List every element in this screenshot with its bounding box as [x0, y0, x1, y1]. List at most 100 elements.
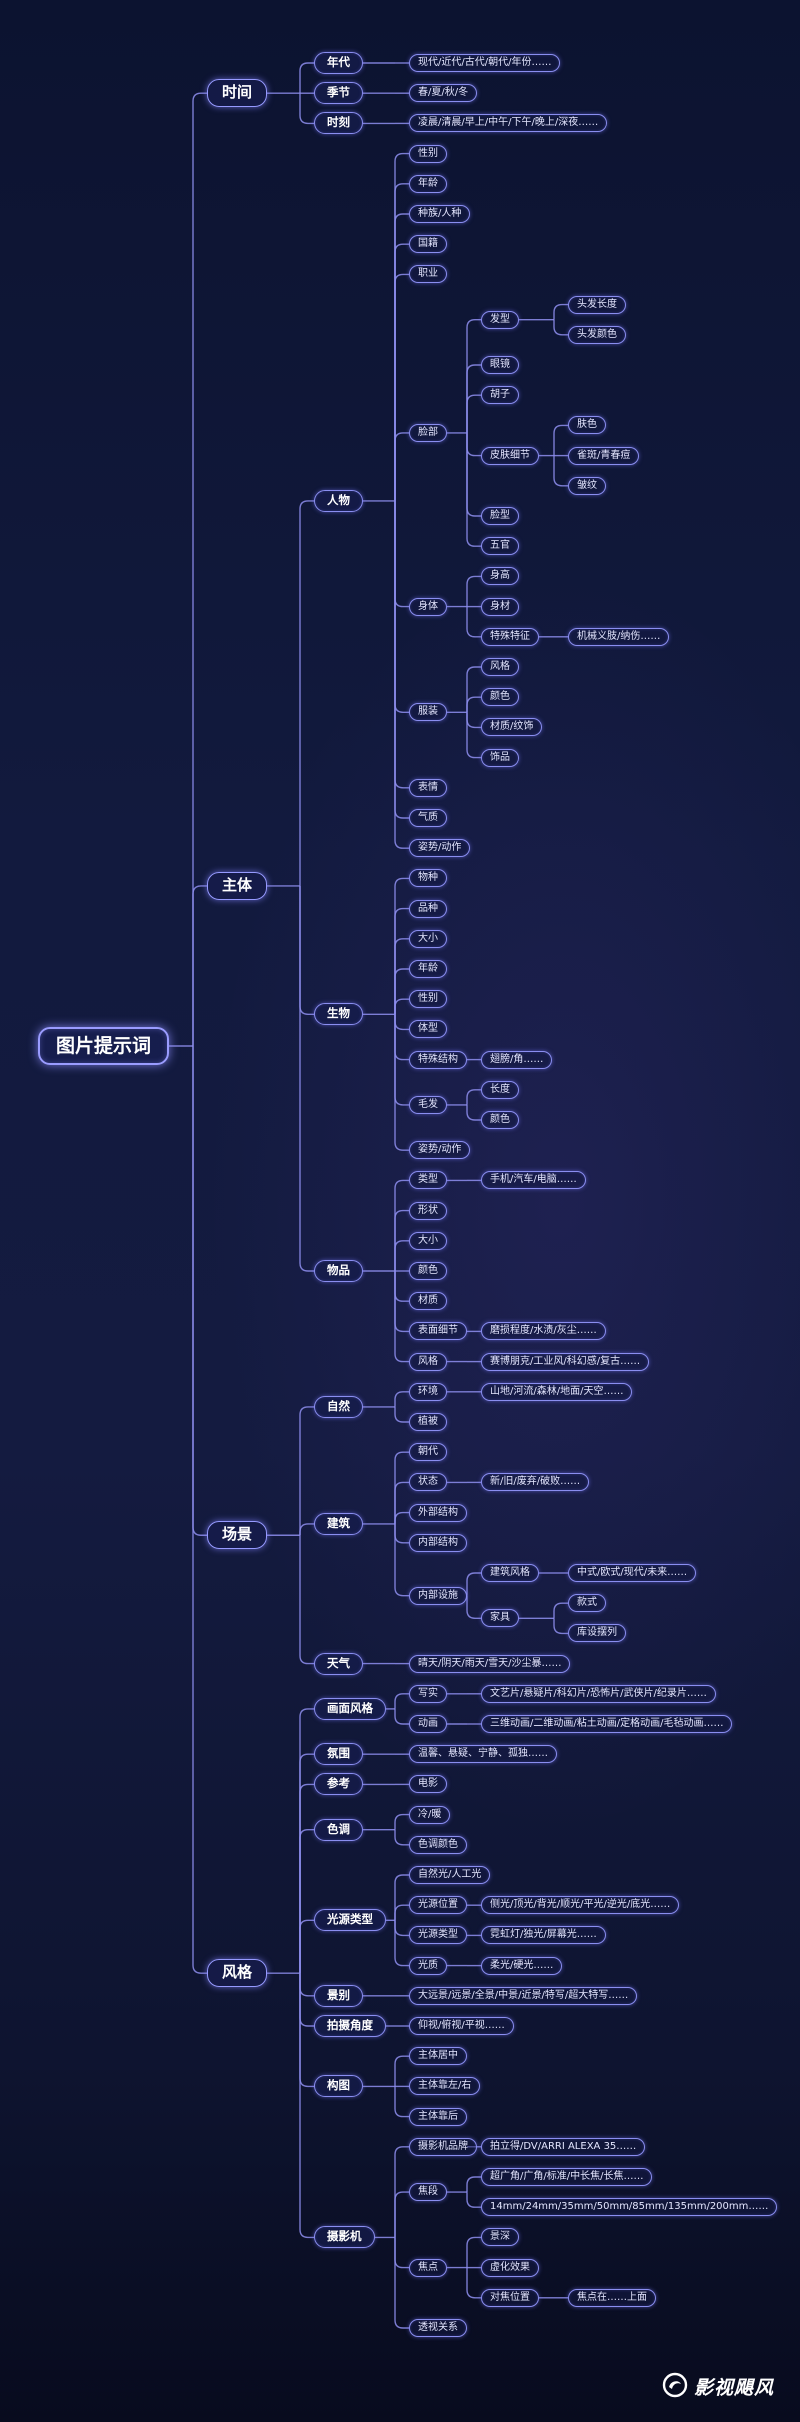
attribute-node: 种族/人种 — [409, 205, 471, 223]
attribute-node: 大远景/远景/全景/中景/近景/特写/超大特写…… — [409, 1986, 638, 2005]
connector-line — [394, 1511, 409, 1524]
attribute-node: 雀斑/青春痘 — [568, 446, 640, 465]
attribute-node: 春/夏/秋/冬 — [409, 84, 478, 103]
connector-line — [394, 1240, 409, 1271]
connector-line — [394, 500, 409, 608]
watermark: 影视飓风 — [662, 2372, 784, 2402]
connector-line — [299, 1919, 314, 1974]
connector-line — [466, 712, 481, 759]
connector-line — [466, 394, 481, 433]
attribute-node: 景深 — [481, 2228, 519, 2247]
attribute-node: 服装 — [409, 703, 447, 722]
connector-line — [466, 432, 481, 547]
watermark-text: 影视飓风 — [694, 2377, 775, 2399]
attribute-node: 温馨、悬疑、宁静、孤独…… — [409, 1745, 557, 1764]
connector-line — [553, 1602, 568, 1619]
connector-line — [466, 2267, 481, 2299]
connector-line — [394, 2055, 409, 2087]
attribute-node: 新/旧/废弃/破败…… — [481, 1473, 590, 1492]
connector-line — [394, 1271, 409, 1363]
attribute-node: 环境 — [409, 1382, 447, 1401]
connector-line — [192, 1046, 207, 1974]
attribute-node: 焦点在……上面 — [568, 2288, 656, 2307]
connector-line — [394, 1014, 409, 1031]
connector-line — [299, 885, 314, 1272]
subcategory-node: 氛围 — [314, 1743, 363, 1766]
connector-line — [299, 885, 314, 1015]
connector-line — [553, 424, 568, 456]
attribute-node: 风格 — [481, 658, 519, 676]
attribute-node: 家具 — [481, 1609, 519, 1628]
attribute-node: 内部设施 — [409, 1586, 467, 1605]
connector-line — [394, 877, 409, 1015]
attribute-node: 头发长度 — [568, 295, 626, 314]
connector-line — [394, 1693, 409, 1709]
attribute-node: 年龄 — [409, 960, 447, 978]
connector-line — [299, 1973, 314, 2027]
attribute-node: 侧光/顶光/背光/顺光/平光/逆光/底光…… — [481, 1896, 680, 1915]
connector-line — [394, 500, 409, 819]
attribute-node: 颜色 — [481, 688, 519, 707]
connector-line — [553, 319, 568, 336]
attribute-node: 拍立得/DV/ARRI ALEXA 35…… — [481, 2137, 646, 2156]
attribute-node: 皮肤细节 — [481, 446, 539, 465]
attribute-node: 饰品 — [481, 748, 519, 767]
connector-line — [394, 1708, 409, 1725]
attribute-node: 发型 — [481, 310, 519, 329]
attribute-node: 皱纹 — [568, 476, 606, 495]
attribute-node: 朝代 — [409, 1443, 447, 1462]
attribute-node: 五官 — [481, 537, 519, 556]
attribute-node: 焦点 — [409, 2258, 447, 2277]
attribute-node: 大小 — [409, 1231, 447, 1250]
connector-line — [466, 1104, 481, 1121]
subcategory-node: 色调 — [314, 1818, 363, 1841]
connector-line — [394, 1406, 409, 1423]
connector-line — [394, 1209, 409, 1271]
connector-line — [394, 152, 409, 501]
subcategory-node: 画面风格 — [314, 1697, 386, 1720]
connector-line — [394, 1014, 409, 1061]
connector-line — [394, 1874, 409, 1921]
connector-line — [466, 1089, 481, 1105]
attribute-node: 霓虹灯/独光/屏幕光…… — [481, 1926, 606, 1945]
attribute-node: 写实 — [409, 1684, 447, 1703]
subcategory-node: 摄影机 — [314, 2226, 375, 2249]
connector-line — [394, 1451, 409, 1524]
connector-line — [466, 666, 481, 713]
connector-line — [553, 455, 568, 487]
attribute-node: 主体居中 — [409, 2047, 467, 2066]
connector-line — [394, 432, 409, 501]
connector-line — [394, 2237, 409, 2269]
attribute-node: 材质 — [409, 1292, 447, 1311]
attribute-node: 外部结构 — [409, 1503, 467, 1522]
connector-line — [299, 62, 314, 94]
connector-line — [553, 303, 568, 320]
connector-line — [394, 243, 409, 501]
attribute-node: 对焦位置 — [481, 2288, 539, 2307]
connector-line — [553, 1618, 568, 1635]
category-node: 主体 — [207, 871, 268, 900]
connector-line — [466, 696, 481, 713]
attribute-node: 肤色 — [568, 416, 606, 435]
attribute-node: 手机/汽车/电脑…… — [481, 1171, 586, 1190]
attribute-node: 赛博朋克/工业风/科幻感/复古…… — [481, 1352, 650, 1371]
connector-line — [466, 606, 481, 638]
attribute-node: 颜色 — [481, 1111, 519, 1129]
connector-line — [299, 1783, 314, 1974]
attribute-node: 自然光/人工光 — [409, 1866, 491, 1884]
attribute-node: 眼镜 — [481, 356, 519, 374]
attribute-node: 主体靠左/右 — [409, 2077, 481, 2096]
attribute-node: 翅膀/角…… — [481, 1050, 553, 1069]
attribute-node: 头发颜色 — [568, 325, 626, 344]
connector-line — [394, 1523, 409, 1544]
connector-line — [466, 364, 481, 433]
connector-line — [394, 1523, 409, 1597]
attribute-node: 脸部 — [409, 423, 447, 442]
attribute-node: 柔光/硬光…… — [481, 1956, 563, 1975]
connector-line — [192, 885, 207, 1046]
attribute-node: 磨损程度/水渍/灰尘…… — [481, 1322, 606, 1341]
connector-line — [466, 1572, 481, 1596]
attribute-node: 表情 — [409, 778, 447, 797]
attribute-node: 特殊特征 — [481, 627, 539, 646]
attribute-node: 毛发 — [409, 1095, 447, 1114]
